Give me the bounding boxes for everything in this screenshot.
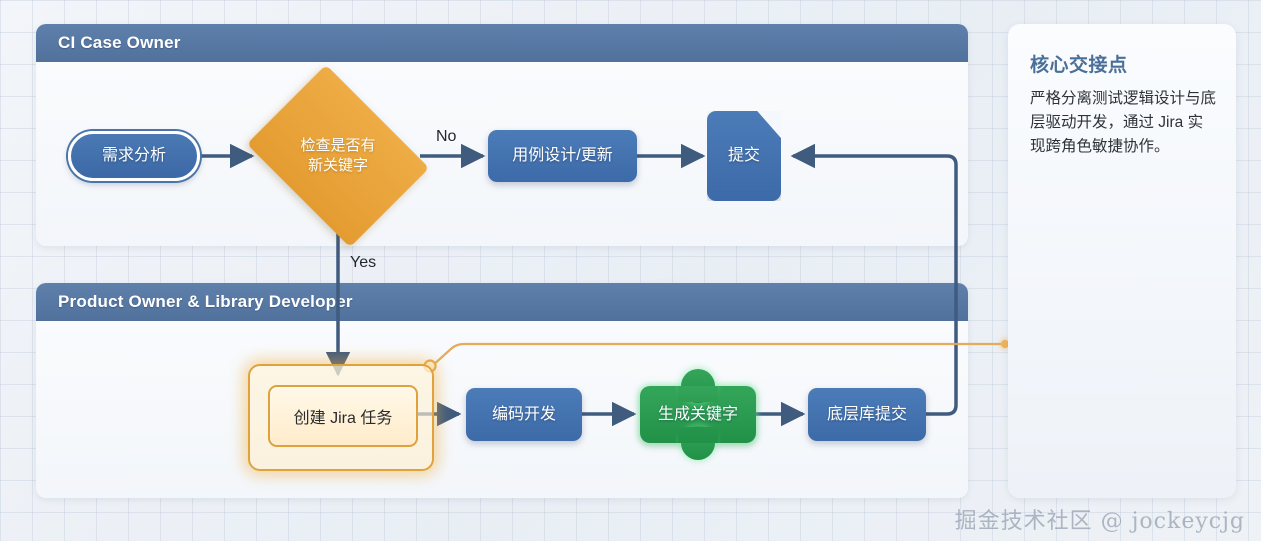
node-label-check-line1: 检查是否有 [300,136,376,154]
node-label-coding-development: 编码开发 [491,405,556,423]
node-requirement-analysis[interactable]: 需求分析 [68,131,200,181]
document-shape [707,111,781,201]
node-label-create-jira-task: 创建 Jira 任务 [293,410,393,427]
watermark: 掘金技术社区 @ jockeycjg [954,509,1245,534]
node-label-check-line2: 新关键字 [307,157,368,174]
sidebar-note-title: 核心交接点 [1030,55,1128,76]
node-label-check-new-keyword: 检查是否有 新关键字 [265,100,411,212]
sidebar-note-card: 核心交接点 严格分离测试逻辑设计与底层驱动开发，通过 Jira 实现跨角色敏捷协… [1008,24,1236,498]
node-label-submit: 提交 [727,147,760,164]
lane-header-product-owner: Product Owner & Library Developer [36,283,968,321]
edge-label-yes: Yes [350,254,377,271]
node-label-case-design-update: 用例设计/更新 [512,147,613,164]
node-label-requirement-analysis: 需求分析 [101,147,166,164]
node-check-new-keyword[interactable]: 检查是否有 新关键字 [246,64,430,248]
node-coding-development[interactable]: 编码开发 [466,388,582,441]
lane-title-product-owner: Product Owner & Library Developer [58,292,353,311]
puzzle-cover-bottom [678,427,718,443]
node-submit[interactable]: 提交 [707,111,781,201]
node-label-library-submit: 底层库提交 [826,405,907,423]
lane-title-ci-case-owner: CI Case Owner [58,33,181,52]
node-case-design-update[interactable]: 用例设计/更新 [488,130,637,182]
node-generate-keyword[interactable]: 生成关键字 [640,369,756,460]
sidebar-note-body: 严格分离测试逻辑设计与底层驱动开发，通过 Jira 实现跨角色敏捷协作。 [1030,90,1217,156]
puzzle-cover-top [678,386,718,402]
edge-label-no: No [436,128,457,145]
lane-header-ci-case-owner: CI Case Owner [36,24,968,62]
lane-ci-case-owner: CI Case Owner [36,24,968,246]
node-create-jira-task[interactable]: 创建 Jira 任务 [268,385,418,447]
node-label-generate-keyword: 生成关键字 [657,405,738,423]
node-library-submit[interactable]: 底层库提交 [808,388,926,441]
